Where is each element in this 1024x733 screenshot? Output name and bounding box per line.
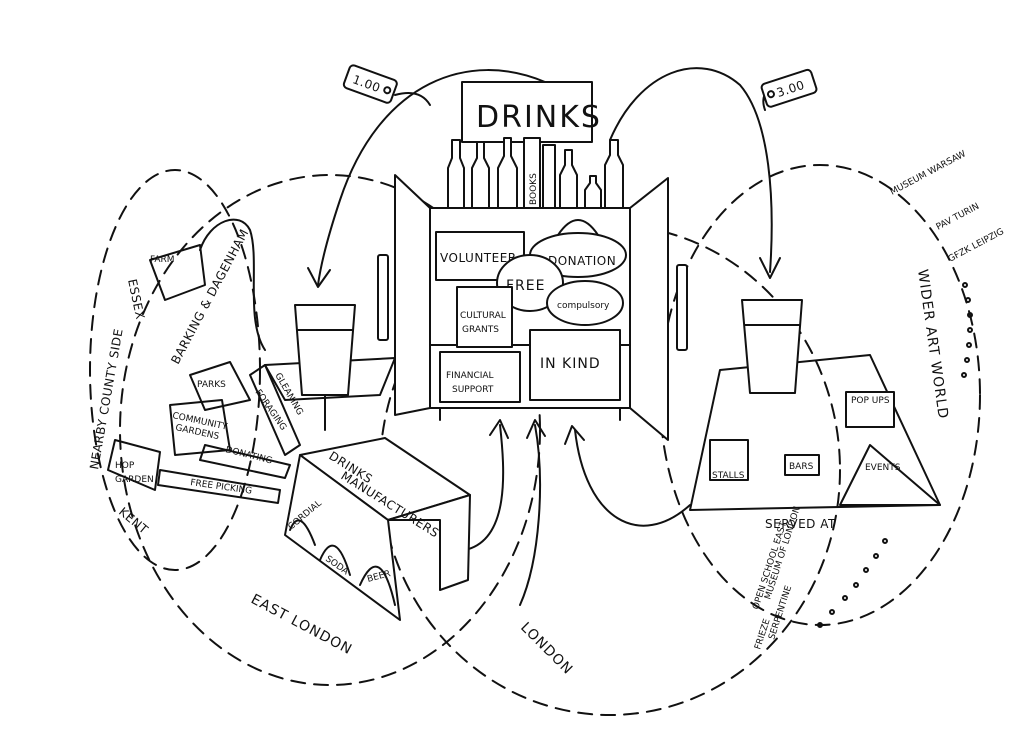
arrow-manufacturers-1 (464, 424, 505, 551)
box-financial-label: FINANCIAL (446, 371, 494, 381)
pop-ups-label: POP UPS (851, 396, 890, 406)
wider-art-world-label: WIDER ART WORLD (914, 268, 951, 420)
events-tent (839, 444, 941, 506)
donating-path (199, 444, 291, 479)
stalls-label: STALLS (712, 471, 745, 481)
farm-label: FARM (150, 255, 175, 265)
drinks-cabinet: DRINKS BOOKS VOLUNTEER DONATI (377, 81, 688, 441)
bars-label: BARS (789, 462, 814, 472)
garden-label: GARDEN (115, 475, 154, 485)
venue-pav-turin: PAV TURIN (935, 202, 981, 233)
hop-garden-plot (107, 439, 161, 491)
served-table (689, 354, 941, 511)
left-cup (294, 304, 356, 396)
drinks-manufacturers: DRINKS MANUFACTURERS CORDIAL SODA BEER (284, 437, 471, 621)
box-cultural-label: CULTURAL (460, 311, 506, 321)
venues-right: MUSEUM WARSAW PAV TURIN GFZK LEIPZIG (889, 149, 1006, 378)
free-picking-path (157, 469, 281, 504)
arrow-right-cup (609, 67, 773, 273)
kent-label: KENT (116, 505, 151, 538)
parks-label: PARKS (197, 380, 226, 390)
left-handle (377, 254, 389, 341)
london-label: LONDON (517, 620, 576, 679)
east-london-label: EAST LONDON (248, 591, 355, 658)
price-tag-right: 3.00 (760, 68, 818, 108)
arrow-manufacturers-2 (519, 424, 541, 606)
box-in-kind-label: IN KIND (540, 356, 601, 372)
right-handle (676, 264, 688, 351)
arch-beer (359, 565, 396, 606)
arrowhead-right (759, 257, 781, 279)
events-label: EVENTS (865, 463, 901, 473)
box-cultural-grants (456, 286, 513, 348)
region-east-london-loop (119, 174, 541, 686)
parks-plot (189, 361, 251, 411)
arrow-to-served (574, 429, 691, 527)
venue-museum-warsaw: MUSEUM WARSAW (889, 149, 968, 197)
box-free-label: FREE (506, 278, 545, 294)
box-support-label: SUPPORT (452, 385, 494, 395)
region-wider-art-world-loop (659, 164, 981, 626)
venue-gfzk-leipzig: GFZK LEIPZIG (947, 227, 1006, 265)
cabinet-left-door (394, 174, 431, 416)
essex-label: ESSEX (125, 278, 147, 321)
arrowhead-left (307, 267, 331, 288)
box-grants-label: GRANTS (462, 325, 499, 335)
pop-ups-icon (845, 391, 895, 428)
price-tag-left: 1.00 (342, 64, 398, 104)
hop-label: HOP (115, 461, 135, 471)
box-compulsory (546, 280, 624, 326)
box-financial-support (439, 351, 521, 403)
left-sources: FARM BARKING & DAGENHAM ESSEX NEARBY COU… (87, 218, 305, 538)
price-tag-string-left (394, 92, 431, 106)
cabinet-right-door (629, 177, 669, 441)
box-donation-label: DONATION (548, 254, 616, 268)
barking-label: BARKING & DAGENHAM (168, 227, 251, 367)
arrow-left-cup (317, 69, 546, 286)
box-free (496, 254, 564, 312)
donating-label: DONATING (224, 445, 273, 466)
region-countryside-loop (89, 169, 261, 571)
drinks-title: DRINKS (476, 100, 602, 135)
bottles-row: BOOKS (447, 137, 624, 211)
farm-plot (149, 244, 206, 301)
box-compulsory-label: compulsory (557, 301, 610, 311)
gleaning-path (249, 364, 301, 456)
box-volunteer-label: VOLUNTEER (440, 251, 517, 265)
barking-path (199, 218, 266, 351)
right-cup (741, 299, 803, 394)
books-label: BOOKS (529, 173, 539, 205)
arch-soda (319, 544, 351, 576)
box-in-kind (529, 329, 621, 401)
stalls-icon (709, 439, 749, 481)
served-at-label: SERVED AT (765, 517, 836, 531)
bars-icon (784, 454, 820, 476)
arch-cordial (289, 519, 316, 546)
